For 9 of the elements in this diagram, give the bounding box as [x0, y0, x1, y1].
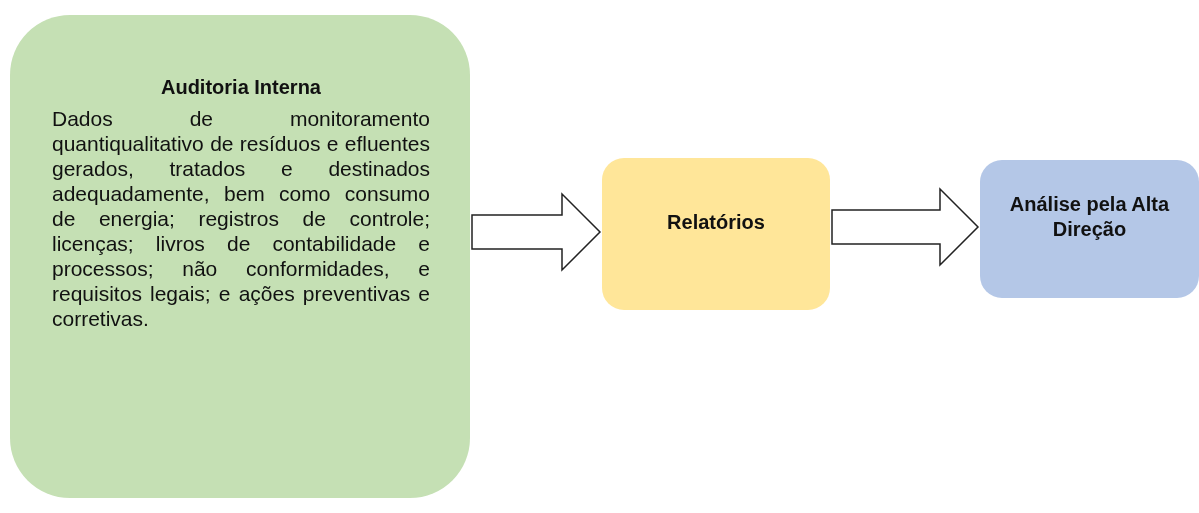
box-title: Relatórios: [666, 210, 766, 235]
process-box: [10, 15, 470, 498]
block-arrow: [831, 187, 980, 267]
process-box: [980, 160, 1199, 298]
box-description: Dados de monitoramento quantiqualitativo de resíduos e efluentes gerados, tratados e destinados adequadamente, bem como consumo de energia; registros de controle; licenças; livros de contabilidade e processos; não conformidades, e requisitos legais; e ações preventivas e corretivas.: [52, 106, 430, 331]
process-box: [602, 158, 830, 310]
block-arrow: [471, 192, 602, 272]
box-title: Auditoria Interna: [160, 75, 322, 100]
box-title: Análise pela Alta Direção: [1008, 192, 1171, 242]
